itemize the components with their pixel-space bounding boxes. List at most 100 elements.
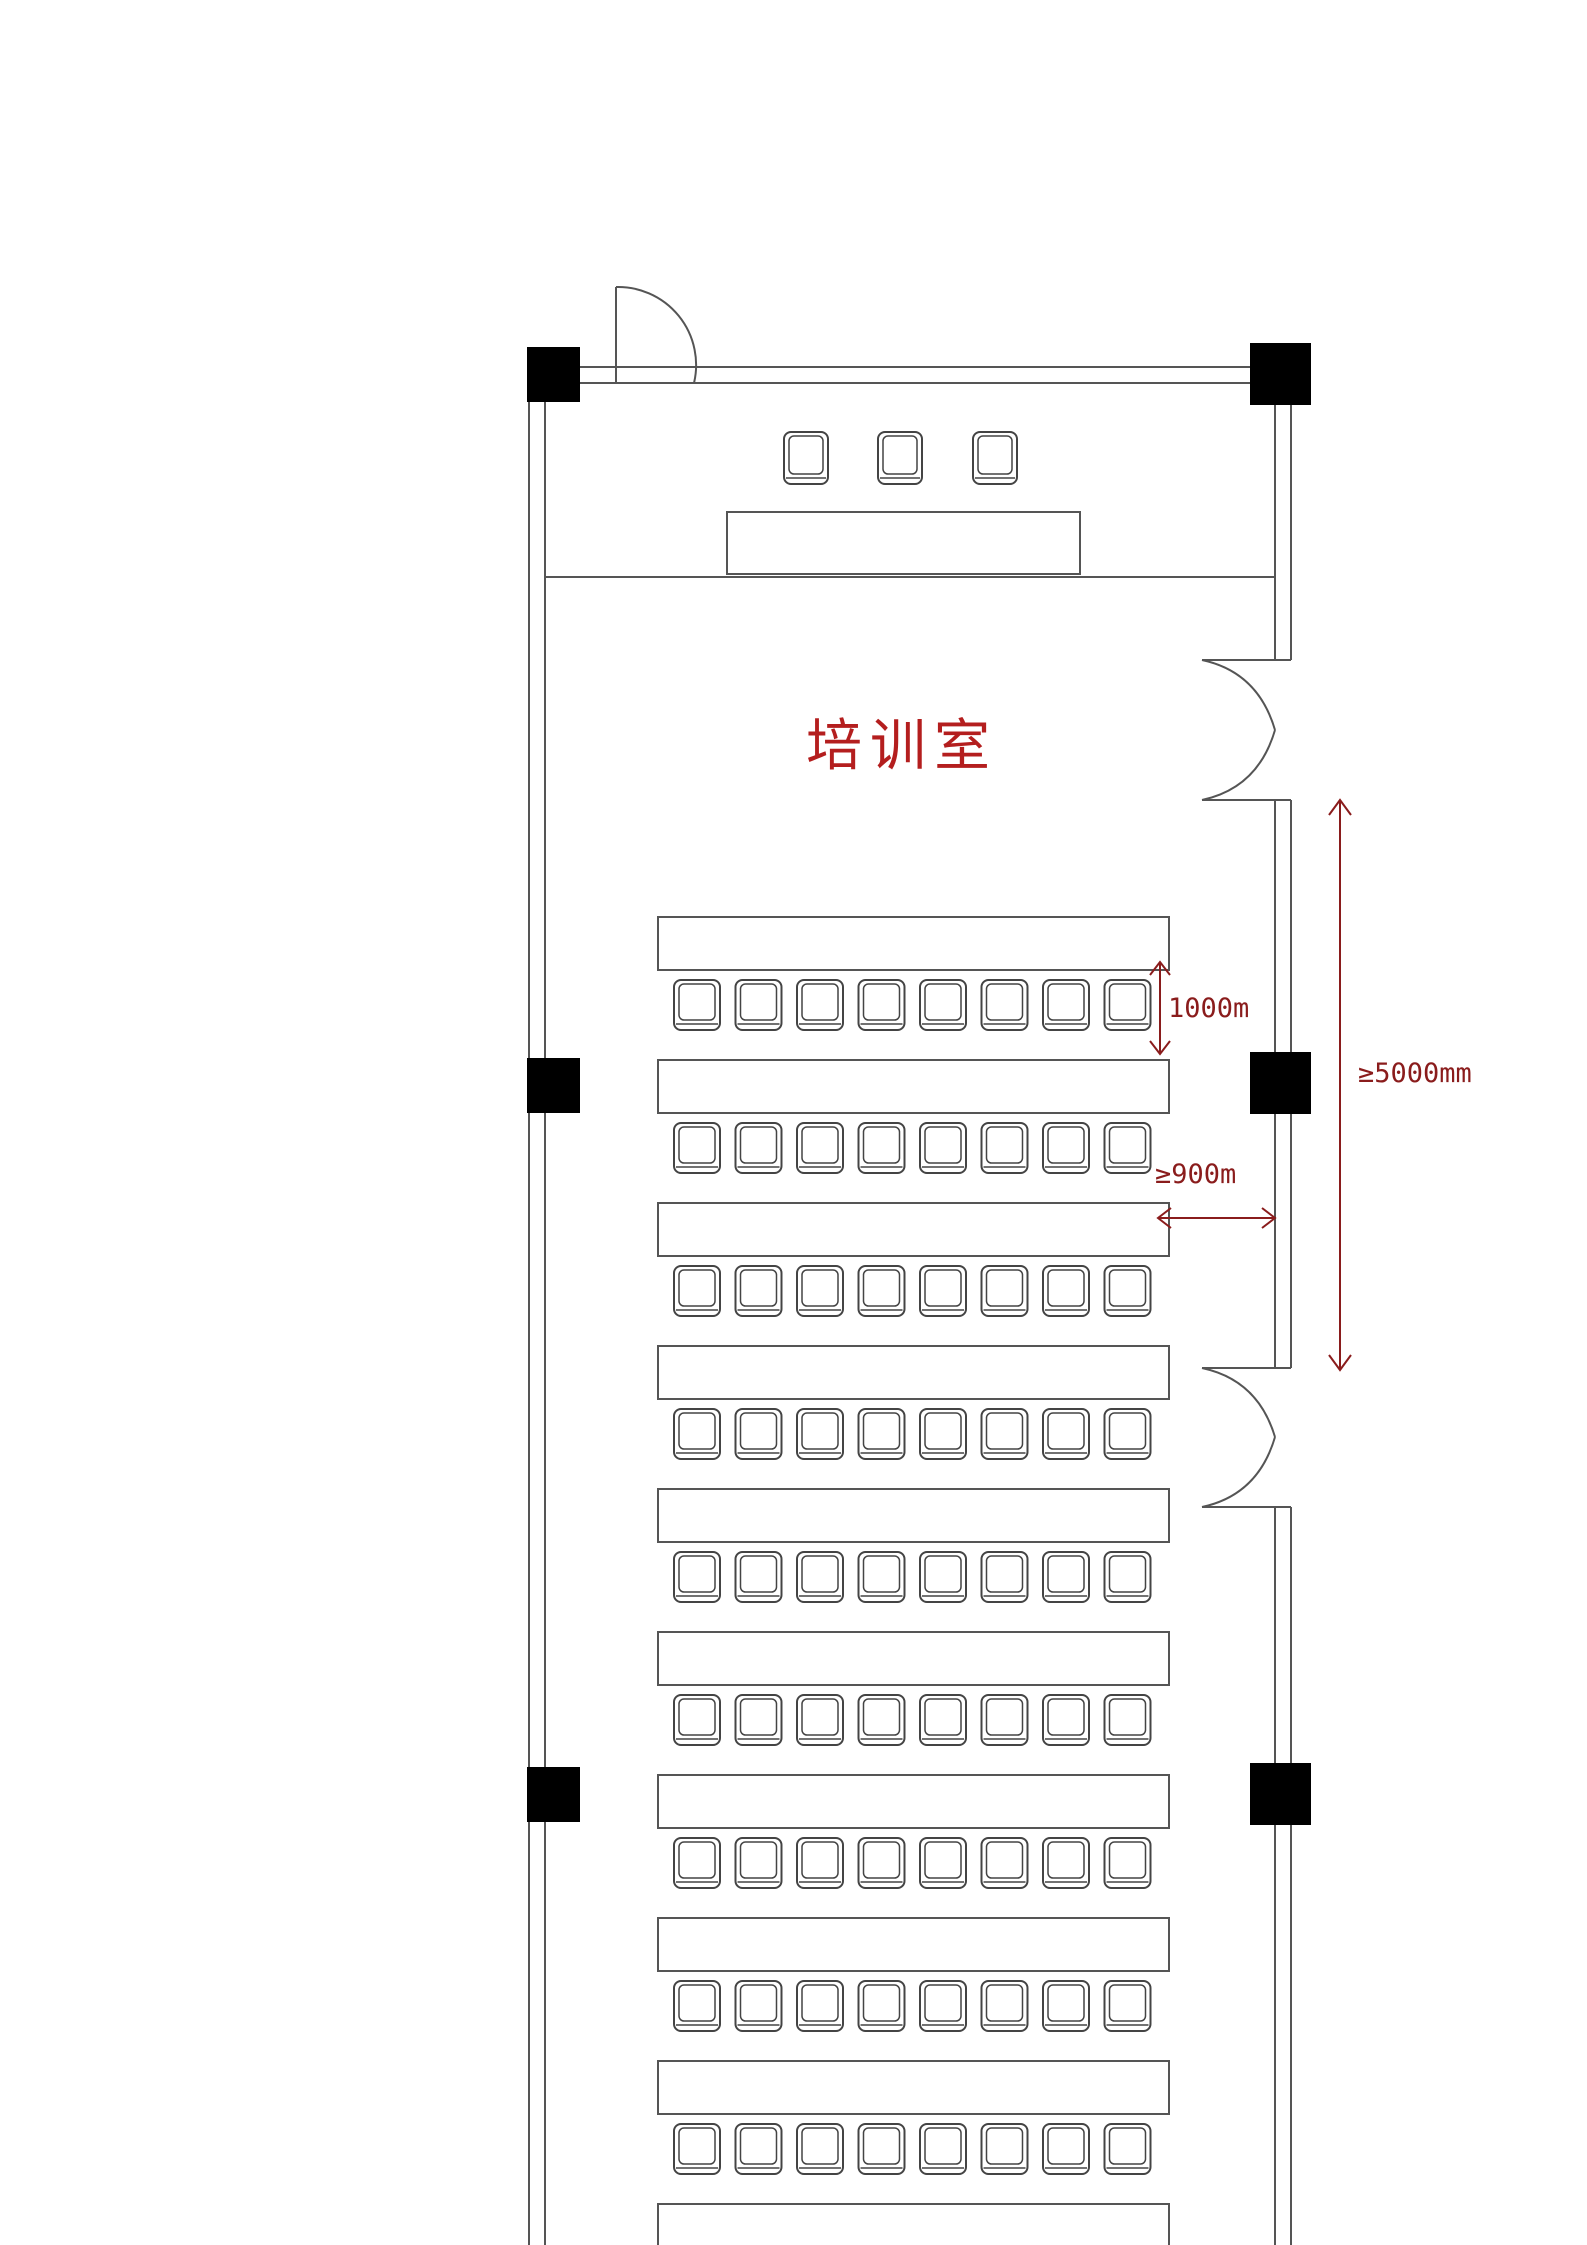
seat	[919, 1980, 967, 2032]
desk-row	[657, 1631, 1170, 1686]
seat	[734, 1837, 783, 1889]
door-right-lower	[1201, 1367, 1291, 1508]
dimension-annotations	[1149, 798, 1352, 1372]
seat	[1042, 1408, 1090, 1460]
seat	[1042, 1265, 1090, 1317]
aisle-width-label: ≥900m	[1155, 1159, 1236, 1190]
seat	[1042, 1694, 1090, 1746]
seat	[796, 1122, 844, 1174]
seat	[857, 1551, 906, 1603]
desk-row	[657, 916, 1170, 971]
seat	[919, 1837, 967, 1889]
seat	[1103, 1408, 1152, 1460]
seat	[980, 1265, 1029, 1317]
desk-row	[657, 1345, 1170, 1400]
column-low-right	[1250, 1763, 1311, 1825]
seat	[673, 1837, 721, 1889]
seat	[796, 1265, 844, 1317]
seat	[673, 979, 721, 1031]
seat	[673, 1265, 721, 1317]
seat	[919, 1265, 967, 1317]
door-top	[615, 285, 698, 384]
structural-columns	[527, 343, 1311, 1825]
seat	[734, 1408, 783, 1460]
seat	[1042, 2123, 1090, 2175]
seat	[1103, 1837, 1152, 1889]
seat	[796, 2123, 844, 2175]
column-top-right	[1250, 343, 1311, 405]
column-low-left	[527, 1767, 580, 1822]
desk-row	[657, 1488, 1170, 1543]
seat	[1103, 1980, 1152, 2032]
seat	[980, 1980, 1029, 2032]
seat	[1103, 1694, 1152, 1746]
aisle-width-dimension	[1156, 1207, 1277, 1229]
seat	[980, 2123, 1029, 2175]
seat	[919, 2123, 967, 2175]
seat	[734, 1265, 783, 1317]
seat	[980, 1551, 1029, 1603]
door-right-upper	[1201, 659, 1291, 801]
seat	[857, 979, 906, 1031]
seat	[980, 979, 1029, 1031]
seat	[919, 1551, 967, 1603]
seat	[857, 2123, 906, 2175]
seat	[1103, 2123, 1152, 2175]
seat	[734, 1122, 783, 1174]
seat	[919, 1694, 967, 1746]
exit-spacing-label: ≥5000mm	[1358, 1058, 1472, 1089]
seat	[734, 1980, 783, 2032]
seating-area	[657, 916, 1170, 2245]
seat	[1042, 979, 1090, 1031]
seat	[796, 1694, 844, 1746]
seat	[734, 1694, 783, 1746]
exit-spacing-dimension	[1328, 798, 1352, 1372]
seat	[673, 2123, 721, 2175]
seat	[919, 1408, 967, 1460]
seat	[1042, 1980, 1090, 2032]
column-mid-right	[1250, 1052, 1311, 1114]
row-spacing-dimension	[1149, 960, 1171, 1056]
seat	[734, 2123, 783, 2175]
desk-row	[657, 2203, 1170, 2245]
seat	[857, 1408, 906, 1460]
seat	[857, 1980, 906, 2032]
seat	[980, 1837, 1029, 1889]
seat	[1042, 1551, 1090, 1603]
desk-row	[657, 1202, 1170, 1257]
seat	[919, 1122, 967, 1174]
column-mid-left	[527, 1058, 580, 1113]
podium-chair	[877, 431, 923, 485]
seat	[857, 1122, 906, 1174]
seat	[980, 1694, 1029, 1746]
seat	[796, 1408, 844, 1460]
seat	[857, 1694, 906, 1746]
seat	[980, 1122, 1029, 1174]
podium-chair	[783, 431, 829, 485]
seat	[796, 1980, 844, 2032]
desk-row	[657, 1059, 1170, 1114]
desk-row	[657, 1917, 1170, 1972]
seat	[796, 1551, 844, 1603]
seat	[1042, 1122, 1090, 1174]
room-label: 培训室	[806, 714, 998, 779]
seat	[1042, 1837, 1090, 1889]
seat	[673, 1551, 721, 1603]
row-spacing-label: 1000m	[1168, 993, 1249, 1024]
seat	[1103, 979, 1152, 1031]
podium-area	[726, 431, 1081, 575]
podium-chair	[972, 431, 1018, 485]
seat	[919, 979, 967, 1031]
seat	[734, 1551, 783, 1603]
seat	[673, 1122, 721, 1174]
seat	[1103, 1265, 1152, 1317]
column-top-left	[527, 347, 580, 402]
seat	[673, 1694, 721, 1746]
seat	[1103, 1551, 1152, 1603]
podium-chairs	[783, 431, 1018, 485]
seat	[1103, 1122, 1152, 1174]
desk-row	[657, 2060, 1170, 2115]
seat	[796, 1837, 844, 1889]
seat	[857, 1837, 906, 1889]
